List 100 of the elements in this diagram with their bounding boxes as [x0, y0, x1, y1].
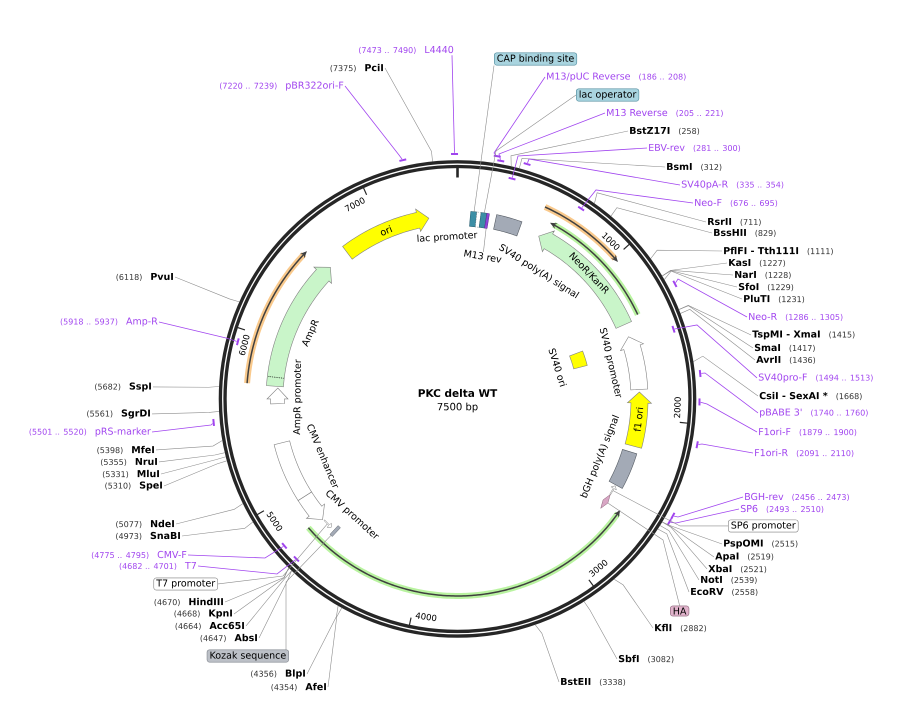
feature-label: AmpR promoter: [293, 359, 302, 435]
site-label: BstZ17I (258): [630, 127, 700, 135]
site-label: TspMI - XmaI (1415): [752, 330, 854, 340]
feature-tag: HA: [670, 606, 690, 616]
site-label: (4664) Acc65I: [176, 622, 244, 630]
primer-label: SV40pA-R (335 .. 354): [682, 180, 784, 190]
feature-pointer: [610, 486, 617, 495]
primer-mark: [494, 154, 501, 158]
primer-label: M13/pUC Reverse (186 .. 208): [547, 72, 686, 82]
leader-line: [246, 570, 292, 626]
site-label: RsrII (711): [708, 218, 761, 226]
leader-line: [152, 411, 220, 414]
primer-label: F1ori-F (1879 .. 1900): [759, 428, 856, 436]
leader-line: [156, 440, 223, 450]
site-label: SbfI (3082): [618, 654, 674, 664]
feature-box: [330, 525, 341, 537]
leader-line: [584, 601, 618, 660]
leader-line: [474, 65, 494, 212]
plasmid-size: 7500 bp: [438, 402, 478, 412]
primer-mark: [451, 152, 458, 156]
primer-label: F1ori-R (2091 .. 2110): [755, 448, 854, 458]
leader-line: [534, 624, 560, 682]
site-label: NotI (2539): [701, 576, 757, 584]
site-label: PflFI - Tth111I (1111): [724, 246, 833, 256]
site-label: (6118) PvuI: [116, 273, 173, 281]
leader-line: [670, 508, 740, 524]
leader-line: [493, 76, 546, 156]
leader-line: [306, 606, 338, 674]
site-label: (4647) AbsI: [200, 634, 257, 642]
primer-label: Neo-F (676 .. 695): [695, 199, 778, 207]
leader-line: [700, 402, 758, 432]
leader-line: [612, 490, 728, 526]
site-label: NarI (1228): [735, 271, 791, 279]
leader-line: [452, 54, 455, 154]
primer-mark: [666, 518, 672, 526]
leader-line: [484, 94, 576, 213]
site-label: AvrII (1436): [756, 356, 816, 364]
tick-label: 2000: [674, 397, 681, 418]
primer-label: (4775 .. 4795) CMV-F: [92, 550, 186, 560]
feature-box: [469, 211, 477, 228]
leader-line: [182, 522, 254, 536]
site-label: CsiI - SexAI * (1668): [760, 392, 862, 400]
feature-tag: CAP binding site: [494, 52, 578, 66]
site-label: SmaI (1417): [754, 344, 815, 352]
feature-arc: f1 ori: [624, 392, 652, 449]
primer-mark: [670, 512, 676, 520]
site-label: (5310) SpeI: [105, 481, 162, 490]
leader-line: [662, 522, 708, 570]
site-label: (5331) MluI: [102, 470, 159, 478]
leader-line: [700, 372, 758, 414]
leader-line: [664, 270, 742, 300]
primer-label: SV40pro-F (1494 .. 1513): [758, 373, 873, 382]
leader-line: [657, 528, 690, 592]
leader-line: [614, 578, 654, 628]
feature-tag: Kozak sequence: [206, 650, 289, 662]
primer-label: (4682 .. 4701) T7: [120, 562, 196, 570]
primer-mark: [497, 159, 504, 162]
site-label: (4973) SnaBI: [116, 532, 180, 540]
primer-label: BGH-rev (2456 .. 2473): [745, 492, 849, 502]
leader-line: [519, 158, 666, 169]
primer-mark: [698, 370, 702, 378]
leader-line: [512, 148, 648, 178]
site-label: (5398) MfeI: [97, 446, 154, 454]
primer-mark: [578, 206, 585, 212]
leader-line: [160, 456, 226, 474]
leader-line: [344, 86, 402, 160]
site-label: BsmI (312): [667, 163, 722, 171]
primer-label: (5501 .. 5520) pRS-marker: [30, 427, 151, 437]
primer-mark: [508, 176, 516, 180]
feature-pointer: [324, 520, 332, 528]
site-label: PspOMI (2515): [724, 539, 798, 548]
leader-line: [498, 112, 606, 160]
site-label: ApaI (2519): [715, 552, 774, 562]
leader-line: [328, 608, 342, 688]
site-label: (4356) BlpI: [251, 669, 305, 679]
leader-line: [152, 423, 213, 432]
primer-label: SP6 (2493 .. 2510): [740, 504, 824, 514]
feature-box: [484, 213, 490, 229]
feature-label: M13 rev: [464, 250, 502, 263]
tick-label: 4000: [416, 612, 436, 622]
leader-line: [662, 270, 734, 276]
leader-line: [158, 322, 238, 342]
primer-label: (5918 .. 5937) Amp-R: [60, 318, 158, 326]
site-label: SfoI (1229): [738, 282, 794, 292]
primer-label: pBABE 3' (1740 .. 1760): [760, 408, 868, 418]
leader-line: [527, 158, 680, 186]
site-label: (4668) KpnI: [174, 610, 232, 618]
leader-line: [188, 546, 284, 558]
primer-mark: [672, 280, 678, 288]
leader-line: [678, 305, 754, 348]
primer-mark: [698, 398, 701, 406]
primer-label: EBV-rev (281 .. 300): [649, 144, 740, 152]
leader-line: [662, 270, 738, 288]
primer-mark: [236, 338, 240, 346]
leader-line: [176, 503, 244, 524]
site-label: (7375) PciI: [330, 64, 383, 72]
site-label: XbaI (2521): [708, 564, 766, 574]
tick-label: 6000: [239, 334, 250, 356]
site-label: (5355) NruI: [100, 458, 157, 466]
primer-mark: [212, 418, 215, 426]
